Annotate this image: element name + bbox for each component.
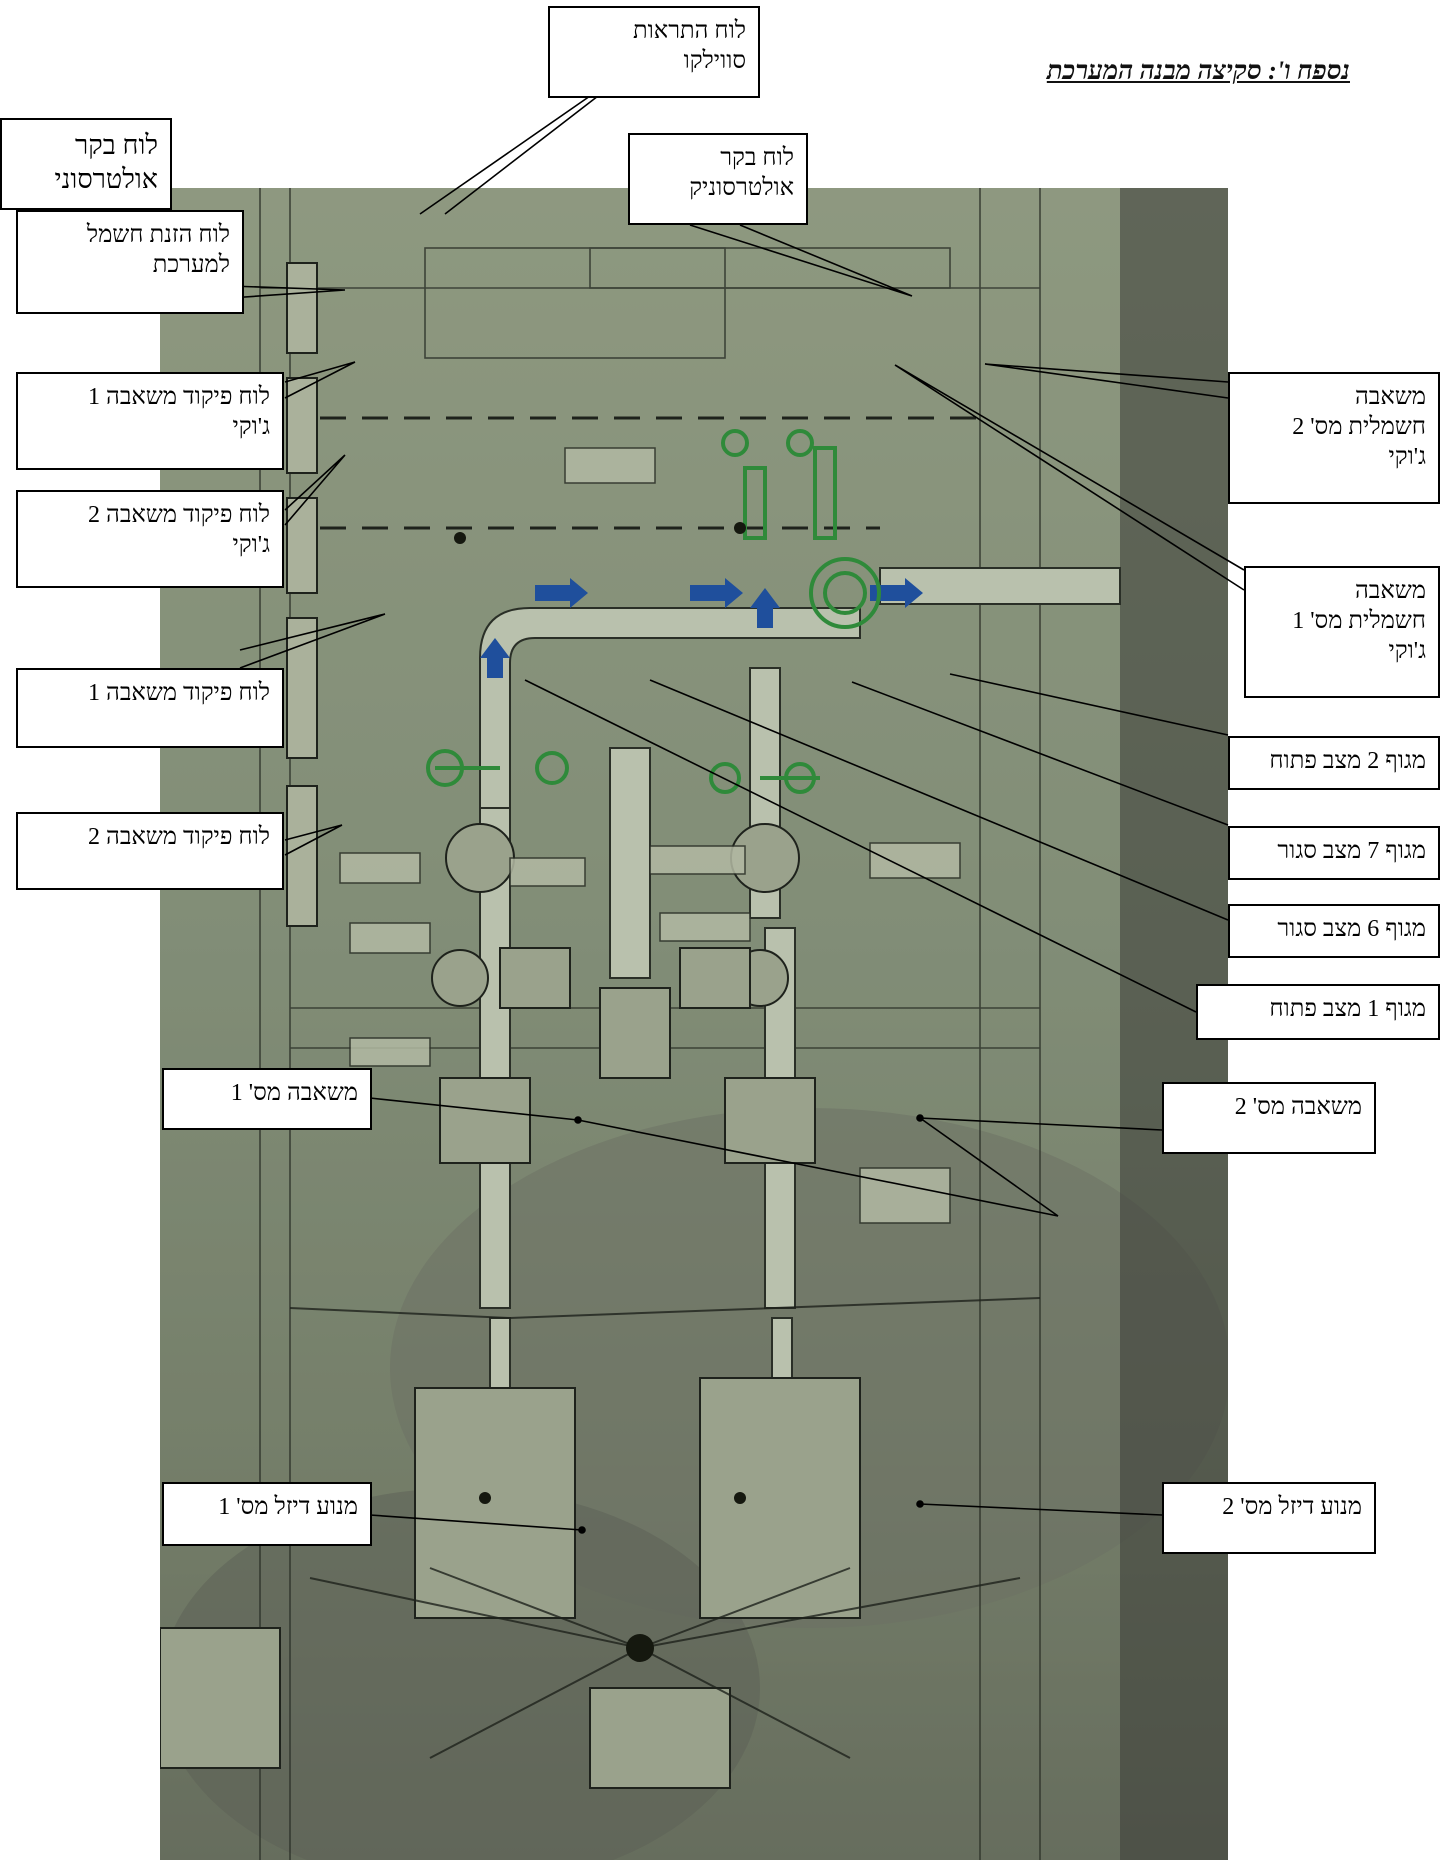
callout-jockey1-pump: משאבה חשמלית מס' 1 ג'וקי <box>1244 566 1440 698</box>
callout-alarm-panel: לוח התראות סווילקו <box>548 6 760 98</box>
callout-pump-1: משאבה מס' 1 <box>162 1068 372 1130</box>
callout-valve-7: מגוף 7 מצב סגור <box>1228 826 1440 880</box>
callout-pump-2: משאבה מס' 2 <box>1162 1082 1376 1154</box>
schematic-drawing <box>160 188 1228 1860</box>
callout-diesel-1: מנוע דיזל מס' 1 <box>162 1482 372 1546</box>
callout-jockey2-pump: משאבה חשמלית מס' 2 ג'וקי <box>1228 372 1440 504</box>
callout-ultrasonic-control-top: לוח בקר אולטרסוניק <box>628 133 808 225</box>
callout-pump1-control: לוח פיקוד משאבה 1 <box>16 668 284 748</box>
callout-diesel-2: מנוע דיזל מס' 2 <box>1162 1482 1376 1554</box>
callout-pump2-control: לוח פיקוד משאבה 2 <box>16 812 284 890</box>
callout-power-panel: לוח הזנת חשמל למערכת <box>16 210 244 314</box>
callout-jockey2-control: לוח פיקוד משאבה 2 ג'וקי <box>16 490 284 588</box>
schematic-photo <box>160 188 1228 1860</box>
callout-jockey1-control: לוח פיקוד משאבה 1 ג'וקי <box>16 372 284 470</box>
page-heading: נספח ו': סקיצה מבנה המערכת <box>1046 56 1350 85</box>
callout-valve-6: מגוף 6 מצב סגור <box>1228 904 1440 958</box>
callout-ultrasonic-control-left: לוח בקר אולטרסוני <box>0 118 172 210</box>
callout-valve-1: מגוף 1 מצב פתוח <box>1196 984 1440 1040</box>
callout-valve-2: מגוף 2 מצב פתוח <box>1228 736 1440 790</box>
